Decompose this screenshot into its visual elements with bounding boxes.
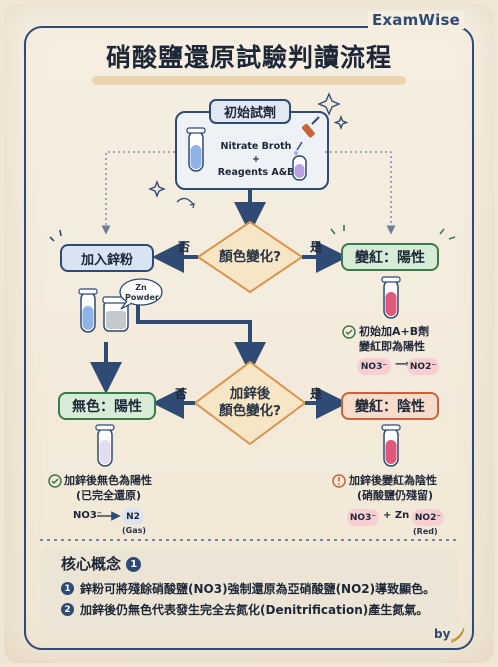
test-tube-red-icon <box>381 276 401 319</box>
plus-zinc-text: + Zn → <box>383 510 422 521</box>
brand-logo: ExamWise <box>367 11 464 29</box>
formula-arrow-text: ⟶ <box>395 359 410 370</box>
decision2-line-2: 顏色變化? <box>219 403 281 419</box>
core-item-2: 2 加鋅後仍無色代表發生完全去氮化(Denitrification)產生氮氣。 <box>61 601 428 618</box>
core-item-2-text: 加鋅後仍無色代表發生完全去氮化(Denitrification)產生氮氣。 <box>80 603 429 617</box>
red-positive-note-2: 變紅即為陽性 <box>359 340 425 353</box>
decision1-text: 顏色變化? <box>219 248 281 265</box>
red-negative-note-2: (硝酸鹽仍殘留) <box>357 489 434 502</box>
page-title: 硝酸鹽還原試驗判讀流程 <box>105 43 392 72</box>
colorless-positive-note-2: (已完全還原) <box>76 489 142 502</box>
red-negative-note-1: 加鋅後變紅為陰性 <box>349 474 437 487</box>
decision1: 顏色變化? <box>198 222 302 292</box>
red-positive-note: 初始加A+B劑 變紅即為陽性 <box>359 324 429 354</box>
zn-speech-bubble <box>119 278 163 306</box>
core-item-1-number: 1 <box>61 582 74 595</box>
core-item-2-number: 2 <box>61 603 74 616</box>
decision1-no-label: 否 <box>178 240 191 254</box>
title-highlight <box>92 76 406 85</box>
dotted-link-right <box>325 151 396 235</box>
curl-arrow <box>176 197 194 205</box>
banana-icon <box>451 627 465 643</box>
decision2-diamond <box>193 360 307 446</box>
core-concepts-title: 核心概念 1 <box>61 553 142 574</box>
no3-pill: NO3⁻ <box>357 358 391 375</box>
red-positive-node: 變紅：陽性 <box>341 243 439 271</box>
core-item-1: 1 鋅粉可將殘餘硝酸鹽(NO3)強制還原為亞硝酸鹽(NO2)導致顯色。 <box>61 580 435 597</box>
add-zinc-node: 加入鋅粉 <box>60 244 154 272</box>
core-title-text: 核心概念 <box>61 555 122 573</box>
decision2: 加鋅後 顏色變化? <box>195 362 305 444</box>
dropper-icon <box>292 116 320 181</box>
start-line-3: Reagents A&B <box>217 167 295 178</box>
decision2-line-1: 加鋅後 <box>229 386 271 402</box>
highlight-ticks <box>330 225 456 240</box>
check-circle-icon <box>342 325 356 339</box>
core-item-1-text: 鋅粉可將殘餘硝酸鹽(NO3)強制還原為亞硝酸鹽(NO2)導致顯色。 <box>80 582 436 596</box>
no3-pill-negative: NO3⁻ <box>347 509 379 526</box>
start-label: 初始試劑 <box>209 99 291 124</box>
zn-powder-line-1: Zn <box>135 283 147 292</box>
red-note: (Red) <box>413 527 438 536</box>
core-concepts-box <box>40 548 458 626</box>
n2-pill: N2 <box>122 508 144 525</box>
red-negative-note: 加鋅後變紅為陰性 (硝酸鹽仍殘留) <box>349 473 437 503</box>
test-tube-blue-icon <box>78 288 98 333</box>
red-positive-note-1: 初始加A+B劑 <box>359 325 430 338</box>
test-tube-clear-icon <box>95 424 115 467</box>
start-line-1: Nitrate Broth <box>220 141 292 152</box>
decision2-yes-label: 是 <box>310 387 323 401</box>
test-tube-red-icon <box>381 424 401 467</box>
colorless-positive-note: 加鋅後無色為陽性 (已完全還原) <box>64 473 152 503</box>
decision2-text: 加鋅後 顏色變化? <box>195 362 305 444</box>
start-reagent-text: Nitrate Broth + Reagents A&B <box>214 140 298 179</box>
start-line-2: + <box>252 154 260 165</box>
alert-circle-icon <box>332 474 346 488</box>
test-tube-blue-icon <box>186 127 206 172</box>
content-frame <box>24 26 474 650</box>
no2-pill-negative: NO2⁻ <box>412 509 444 526</box>
core-title-number: 1 <box>126 557 142 572</box>
decision2-no-label: 否 <box>175 387 188 401</box>
sparkle-icon <box>148 92 349 198</box>
n2-gas-note: (Gas) <box>122 526 147 535</box>
no2-pill: NO2⁻ <box>407 358 439 375</box>
zn-powder-line-2: Powder <box>125 293 159 302</box>
signature: by <box>434 627 451 641</box>
arrow-zinc-to-decision2 <box>136 298 266 374</box>
colorless-positive-note-1: 加鋅後無色為陽性 <box>64 474 152 487</box>
colorless-positive-node: 無色：陽性 <box>58 392 156 420</box>
decision1-yes-label: 是 <box>310 240 323 254</box>
decision1-diamond <box>196 220 304 294</box>
red-negative-node: 變紅：陰性 <box>341 392 439 420</box>
colorless-from: NO3⁻ <box>73 510 103 521</box>
zn-powder-label: Zn Powder <box>125 283 159 303</box>
check-circle-icon <box>48 474 62 488</box>
dotted-link-left <box>101 151 175 235</box>
